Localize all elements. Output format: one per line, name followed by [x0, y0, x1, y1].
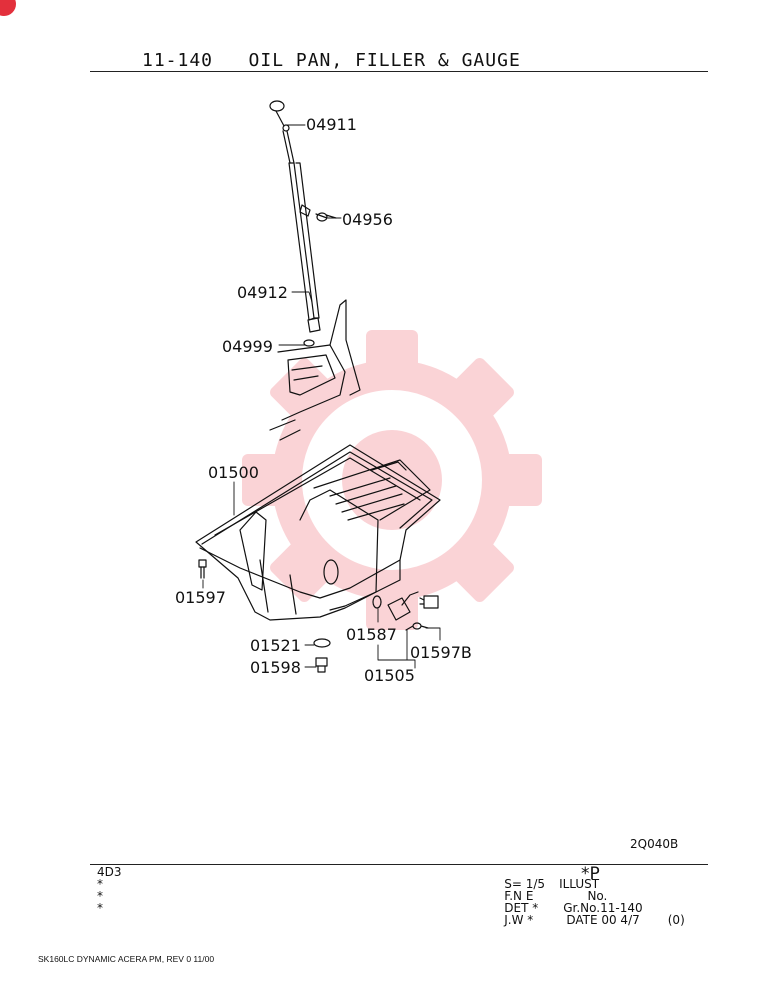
part-label-01521: 01521	[250, 636, 301, 655]
leader-lines	[202, 124, 441, 669]
oil-pan-icon	[195, 444, 441, 621]
o-ring-icon	[303, 339, 315, 347]
info-rule	[90, 864, 708, 865]
illust-number: *P	[581, 864, 600, 884]
illust-label: ILLUST	[559, 877, 600, 891]
part-label-01505: 01505	[364, 666, 415, 685]
date: DATE 00 4/7	[566, 913, 640, 927]
fne: F.N E	[504, 889, 534, 903]
part-label-01587: 01587	[346, 625, 397, 644]
sensor-o-ring-icon	[372, 595, 382, 609]
title-rule	[90, 71, 708, 72]
info-left: 4D3 * * *	[97, 866, 122, 914]
info-row-det: DET * Gr.No.11-140	[489, 890, 685, 914]
revision: (0)	[667, 913, 685, 927]
info-row-scale: S= 1/5 ILLUST	[489, 866, 685, 890]
part-label-04911: 04911	[306, 115, 357, 134]
part-label-01500: 01500	[208, 463, 259, 482]
pan-bolt-icon	[198, 559, 207, 579]
jw: J.W *	[504, 913, 534, 927]
guide-tube-icon	[288, 162, 321, 333]
left-mark: *	[97, 877, 103, 891]
corner-badge-icon	[0, 0, 16, 16]
dipstick-handle-icon	[269, 100, 290, 132]
engine-block-icon	[269, 299, 361, 441]
reference-code: 2Q040B	[630, 837, 679, 851]
scale: S= 1/5	[504, 877, 546, 891]
bolt-icon	[315, 212, 337, 222]
model-code: 4D3	[97, 865, 122, 879]
group-number: Gr.No.11-140	[563, 901, 643, 915]
page-title: 11-140 OIL PAN, FILLER & GAUGE	[142, 50, 521, 71]
part-label-04956: 04956	[342, 210, 393, 229]
no-label: No.	[587, 889, 608, 903]
part-label-04999: 04999	[222, 337, 273, 356]
part-label-01597: 01597	[175, 588, 226, 607]
left-mark: *	[97, 901, 103, 915]
footer-text: SK160LC DYNAMIC ACERA PM, REV 0 11/00	[38, 954, 215, 964]
part-label-01598: 01598	[250, 658, 301, 677]
det: DET *	[504, 901, 539, 915]
part-label-01597b: 01597B	[410, 643, 472, 662]
left-mark: *	[97, 889, 103, 903]
info-row-fne: F.N E No.	[489, 878, 685, 902]
info-row-jw: J.W * DATE 00 4/7 (0)	[489, 902, 684, 926]
washer-icon	[313, 638, 331, 648]
dipstick-rod-icon	[282, 130, 295, 164]
part-label-04912: 04912	[237, 283, 288, 302]
watermark-gear-icon	[242, 330, 542, 630]
drain-plug-icon	[315, 657, 328, 673]
oil-level-sensor-icon	[387, 591, 439, 621]
